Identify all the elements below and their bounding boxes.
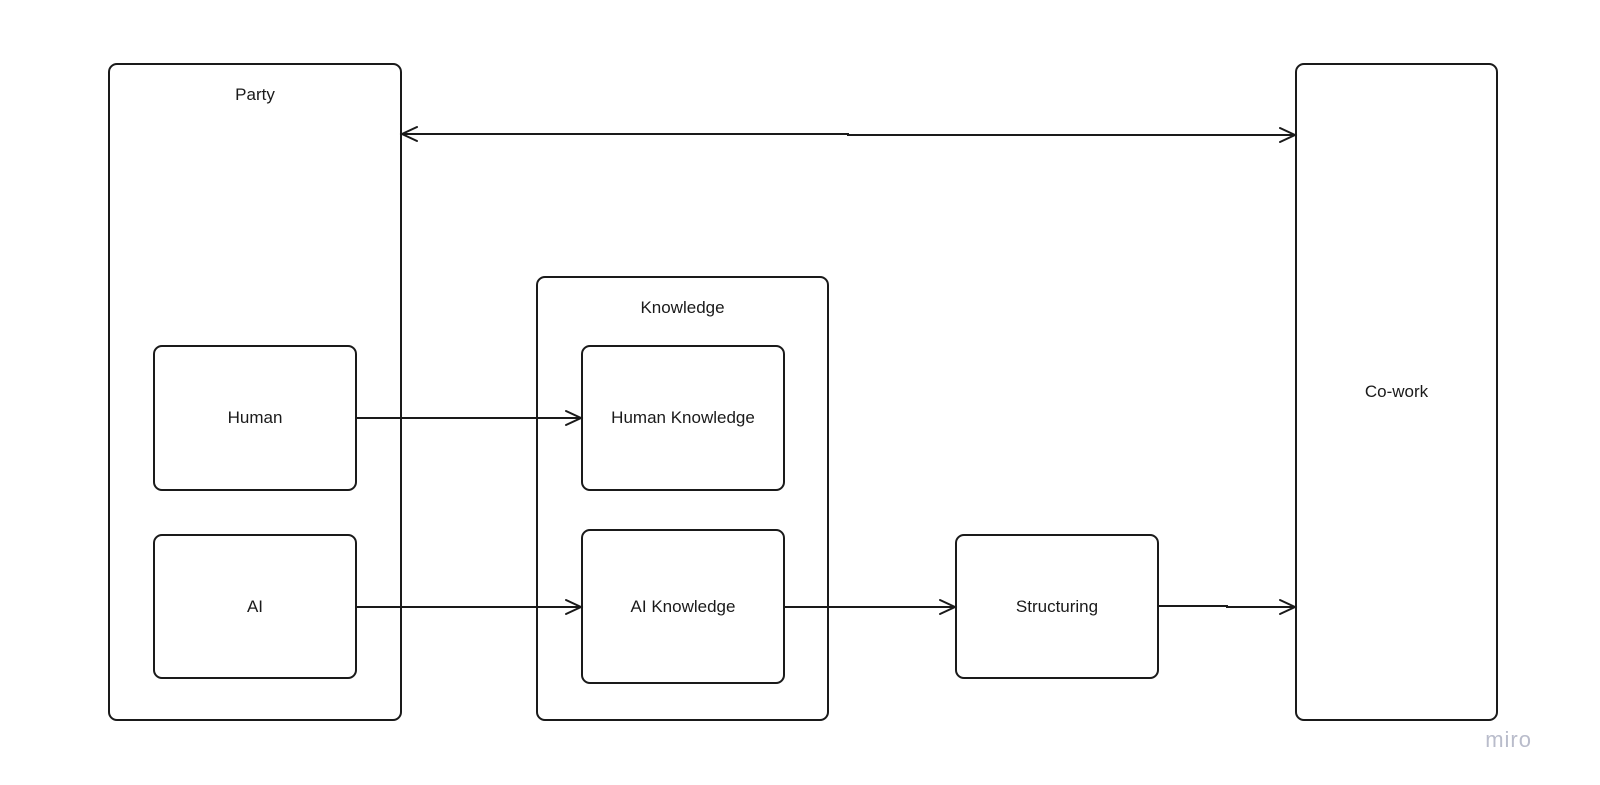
human-knowledge-label: Human Knowledge [611, 408, 755, 427]
cowork-label: Co-work [1364, 382, 1429, 401]
ai-entity[interactable]: AI [153, 534, 357, 679]
edge-structuring-cowork[interactable] [1158, 599, 1298, 615]
edge-party-cowork[interactable] [399, 126, 1298, 143]
structuring-label: Structuring [1015, 596, 1099, 616]
knowledge-label: Knowledge [640, 298, 725, 317]
ai-label: AI [246, 596, 264, 616]
ai-knowledge-label: AI Knowledge [630, 596, 736, 616]
human-knowledge-entity[interactable]: Human Knowledge [581, 345, 785, 491]
ai-knowledge-entity[interactable]: AI Knowledge [581, 529, 785, 684]
structuring-entity[interactable]: Structuring [955, 534, 1159, 679]
party-label: Party [235, 85, 275, 104]
human-label: Human [227, 408, 283, 427]
miro-watermark: miro [1485, 727, 1532, 752]
cowork-entity[interactable]: Co-work [1295, 63, 1498, 721]
human-entity[interactable]: Human [153, 345, 357, 491]
